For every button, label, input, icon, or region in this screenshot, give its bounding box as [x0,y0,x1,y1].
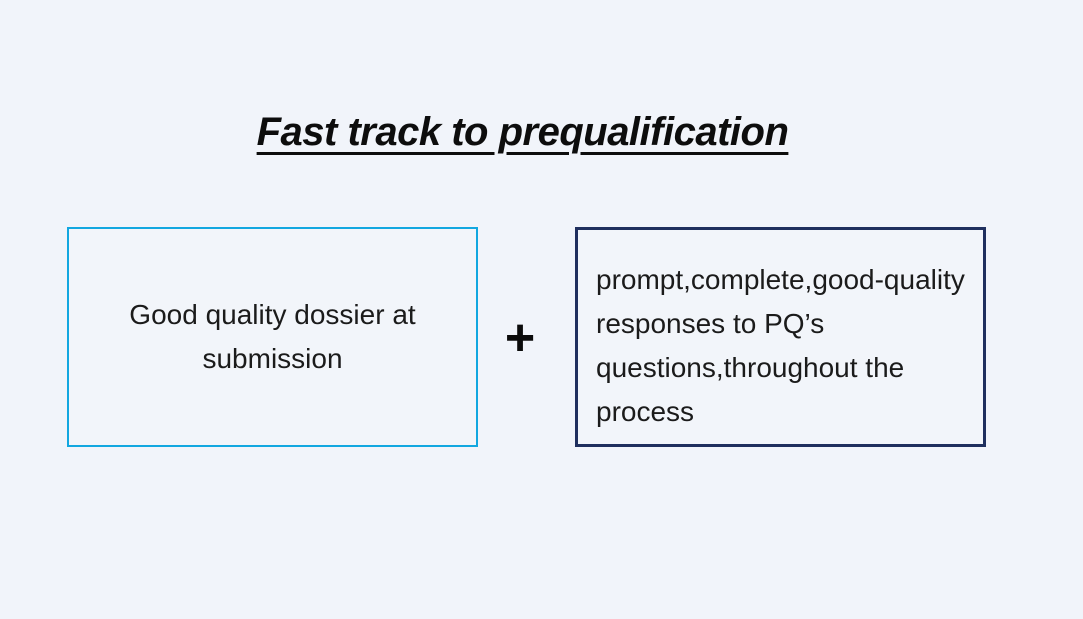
prompt-responses-box: prompt,complete,good-quality responses t… [575,227,986,447]
plus-sign: + [504,309,536,367]
good-quality-dossier-text: Good quality dossier at submission [129,299,416,374]
page-title: Fast track to prequalification [256,110,789,154]
prompt-responses-text: prompt,complete,good-quality responses t… [596,264,965,427]
good-quality-dossier-box: Good quality dossier at submission [67,227,478,447]
